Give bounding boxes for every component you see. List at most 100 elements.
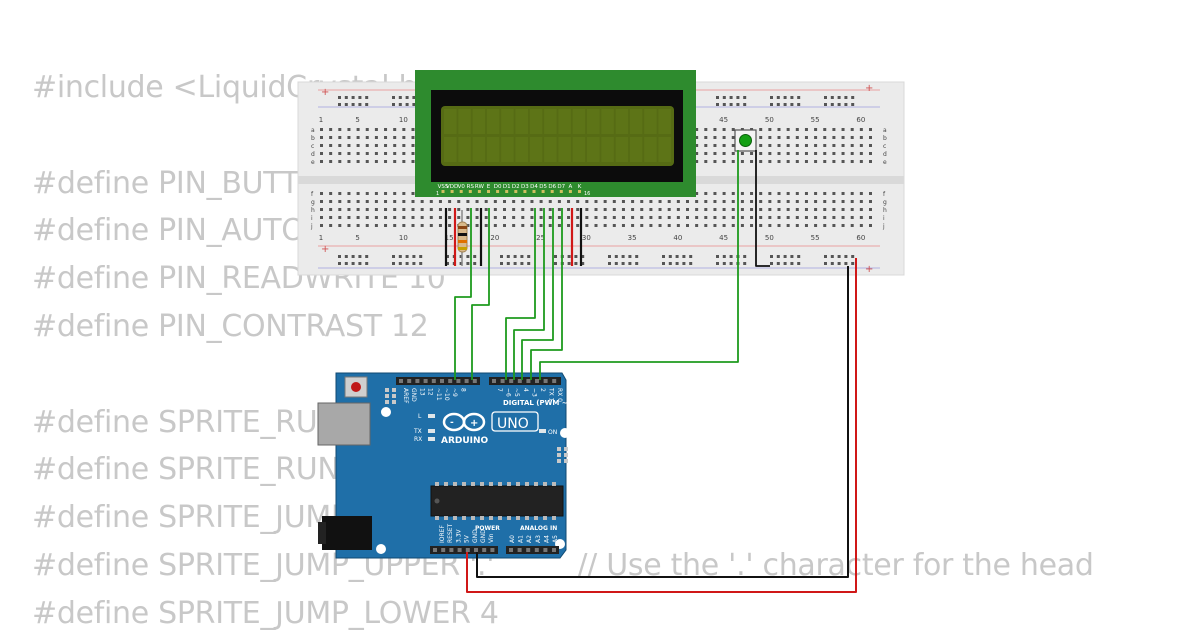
- breadboard-hole: [768, 128, 772, 131]
- breadboard-hole: [338, 208, 342, 211]
- breadboard-hole: [823, 224, 827, 227]
- row-letter: i: [883, 215, 885, 222]
- lcd-char-cell: [615, 109, 629, 134]
- breadboard-hole: [713, 128, 717, 131]
- breadboard-hole: [658, 208, 662, 211]
- breadboard-hole: [320, 144, 323, 147]
- breadboard-hole: [777, 192, 781, 195]
- digital-pin-label: 12: [427, 388, 434, 396]
- breadboard-hole: [640, 200, 644, 203]
- rail-hole: [392, 255, 395, 258]
- breadboard-hole: [704, 136, 708, 139]
- breadboard-hole: [338, 192, 342, 195]
- breadboard-hole: [804, 192, 808, 195]
- row-letter: b: [883, 135, 887, 142]
- rail-hole: [554, 262, 557, 265]
- lcd-pin-pad: [541, 190, 545, 193]
- lcd-char-cell: [444, 109, 457, 134]
- breadboard-hole: [722, 200, 726, 203]
- breadboard-hole: [521, 224, 525, 227]
- breadboard-hole: [795, 128, 799, 131]
- column-number: 45: [719, 234, 728, 242]
- atmega-chip: [430, 485, 564, 517]
- lcd-char-cell: [658, 109, 671, 134]
- breadboard-hole: [731, 128, 735, 131]
- rail-hole: [628, 262, 632, 265]
- breadboard-hole: [402, 208, 406, 211]
- breadboard-hole: [567, 200, 571, 203]
- rail-hole: [837, 262, 841, 265]
- rail-hole: [844, 103, 848, 106]
- breadboard-hole: [731, 152, 735, 155]
- lcd-char-cell: [472, 137, 486, 162]
- digital-pin-label: TX 1: [548, 387, 555, 402]
- breadboard-hole: [832, 128, 836, 131]
- breadboard-hole: [393, 128, 397, 131]
- breadboard-hole: [740, 224, 744, 227]
- rail-hole: [722, 262, 726, 265]
- breadboard-hole: [814, 160, 818, 163]
- rail-hole: [797, 96, 801, 99]
- header-socket: [509, 548, 513, 552]
- rail-hole: [338, 103, 341, 106]
- breadboard-hole: [612, 200, 616, 203]
- breadboard-hole: [795, 152, 799, 155]
- rail-hole: [344, 96, 348, 99]
- lcd-pin-pad: [550, 190, 554, 193]
- breadboard-hole: [832, 152, 836, 155]
- lcd-char-cell: [572, 109, 586, 134]
- chip-pin: [471, 482, 475, 486]
- breadboard-hole: [576, 200, 580, 203]
- breadboard-hole: [841, 200, 845, 203]
- rail-hole: [351, 255, 355, 258]
- breadboard-hole: [795, 216, 799, 219]
- wires: [444, 150, 857, 593]
- breadboard-hole: [640, 208, 644, 211]
- breadboard-hole: [621, 224, 625, 227]
- breadboard-hole: [667, 216, 671, 219]
- breadboard-hole: [539, 200, 543, 203]
- breadboard-hole: [658, 200, 662, 203]
- column-number: 5: [355, 116, 359, 124]
- breadboard-hole: [695, 160, 699, 163]
- breadboard-hole: [740, 208, 744, 211]
- breadboard-hole: [777, 200, 781, 203]
- rail-hole: [776, 255, 780, 258]
- breadboard-hole: [374, 152, 378, 155]
- breadboard-hole: [374, 208, 378, 211]
- rail-hole: [365, 262, 369, 265]
- breadboard-hole: [402, 224, 406, 227]
- mount-hole: [376, 544, 386, 554]
- rail-hole: [783, 262, 787, 265]
- rail-hole: [338, 262, 341, 265]
- breadboard-hole: [850, 216, 854, 219]
- rail-hole: [770, 255, 773, 258]
- chip-pin: [507, 516, 511, 520]
- icsp-pad: [392, 388, 396, 392]
- breadboard-hole: [832, 144, 836, 147]
- breadboard-hole: [338, 200, 342, 203]
- rail-plus-label: +: [321, 87, 329, 98]
- breadboard-hole: [420, 224, 424, 227]
- chip-notch: [434, 498, 440, 504]
- breadboard-hole: [521, 216, 525, 219]
- breadboard-hole: [850, 208, 854, 211]
- breadboard-hole: [585, 208, 589, 211]
- power-pin-label: 3.3V: [455, 528, 462, 543]
- breadboard-hole: [347, 208, 351, 211]
- breadboard-hole: [320, 208, 323, 211]
- breadboard-hole: [484, 216, 488, 219]
- rail-hole: [689, 255, 693, 258]
- header-socket: [440, 379, 444, 383]
- breadboard-hole: [548, 200, 552, 203]
- power-pin-label: 5V: [464, 534, 471, 543]
- code-line: #define SPRITE_JUMP 3: [32, 500, 377, 536]
- lcd-char-cell: [558, 137, 571, 162]
- header-socket: [552, 548, 556, 552]
- breadboard-hole: [869, 128, 872, 131]
- breadboard-hole: [676, 224, 680, 227]
- lcd-pin-pad: [505, 190, 509, 193]
- breadboard-hole: [768, 224, 772, 227]
- header-socket: [457, 548, 462, 552]
